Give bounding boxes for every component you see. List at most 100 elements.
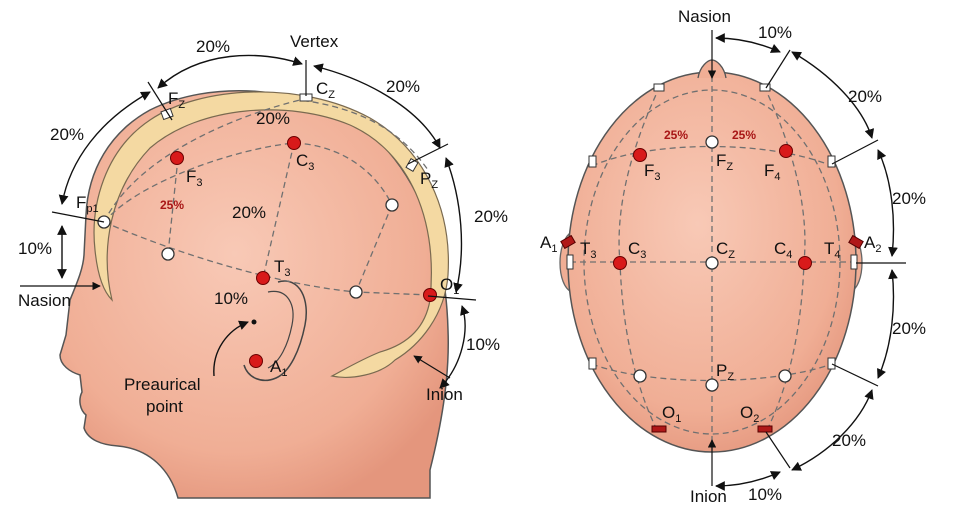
side-pct-inner-mid: 20% bbox=[232, 203, 266, 222]
top-label-fz: FZ bbox=[716, 151, 733, 173]
top-line-circumference bbox=[583, 89, 841, 435]
side-preauricular-dot bbox=[251, 319, 257, 325]
top-arc-right-1 bbox=[791, 51, 875, 139]
side-label-cz: CZ bbox=[316, 79, 335, 101]
side-label-a1: A1 bbox=[270, 357, 287, 379]
side-label-inion: Inion bbox=[426, 385, 463, 404]
side-arc-right-lower bbox=[439, 305, 470, 389]
side-label-t3: T3 bbox=[274, 257, 291, 279]
side-line-coronal bbox=[262, 142, 295, 279]
side-label-preauricular-1: Preaurical bbox=[124, 375, 201, 394]
side-f7-electrode bbox=[161, 247, 175, 261]
side-t3-electrode bbox=[256, 271, 270, 285]
top-marker-o1 bbox=[651, 425, 667, 433]
top-marker-t4 bbox=[850, 254, 858, 270]
top-label-t4: T4 bbox=[824, 239, 841, 261]
side-pct-top-left: 20% bbox=[196, 37, 230, 56]
side-label-vertex: Vertex bbox=[290, 32, 339, 51]
top-label-t3: T3 bbox=[580, 239, 597, 261]
side-p3-electrode bbox=[385, 198, 399, 212]
side-o1-electrode bbox=[423, 288, 437, 302]
top-tick-o2 bbox=[765, 431, 791, 469]
top-arc-right-2 bbox=[877, 149, 898, 257]
side-c3-electrode bbox=[287, 136, 301, 150]
side-preauricular-arrow bbox=[213, 320, 249, 377]
side-line-parietal bbox=[355, 204, 393, 293]
top-tick-f8 bbox=[831, 139, 879, 165]
top-pct-red-right: 25% bbox=[732, 128, 756, 142]
side-tick-fz bbox=[147, 81, 173, 121]
side-line-sagittal bbox=[103, 99, 429, 223]
side-arc-left bbox=[58, 91, 151, 205]
top-label-a1: A1 bbox=[540, 233, 557, 255]
side-arc-top bbox=[157, 54, 303, 89]
side-a1-electrode bbox=[249, 354, 263, 368]
side-label-fp1: Fp1 bbox=[76, 193, 99, 215]
top-pct-right-1: 20% bbox=[848, 87, 882, 106]
top-tick-fp2 bbox=[765, 49, 791, 89]
top-arc-right-4 bbox=[791, 389, 874, 471]
side-ear-inner bbox=[267, 290, 294, 369]
side-pct-ear: 10% bbox=[214, 289, 248, 308]
side-inion-arrow bbox=[413, 355, 451, 379]
top-arc-bottom bbox=[715, 471, 781, 491]
top-label-o1: O1 bbox=[662, 403, 681, 425]
top-pct-right-2: 20% bbox=[892, 189, 926, 208]
side-label-o1: O1 bbox=[440, 275, 459, 297]
top-label-inion: Inion bbox=[690, 487, 727, 506]
top-f3-electrode bbox=[633, 148, 647, 162]
top-cz-electrode bbox=[705, 256, 719, 270]
side-tick-fp1 bbox=[51, 211, 105, 223]
top-pz-electrode bbox=[705, 378, 719, 392]
top-label-pz: PZ bbox=[716, 361, 734, 383]
top-c3-electrode bbox=[613, 256, 627, 270]
side-arc-right-mid bbox=[444, 157, 463, 293]
side-tick-o1 bbox=[427, 295, 477, 301]
top-label-cz: CZ bbox=[716, 239, 735, 261]
top-p3-electrode bbox=[633, 369, 647, 383]
side-pct-right-lower: 10% bbox=[466, 335, 500, 354]
top-label-f3: F3 bbox=[644, 161, 661, 183]
side-pct-left-arc: 20% bbox=[50, 125, 84, 144]
top-c4-electrode bbox=[798, 256, 812, 270]
top-view: Nasion Inion F3 FZ F4 A1 T3 C3 CZ C4 T4 … bbox=[540, 7, 926, 506]
side-label-pz: PZ bbox=[420, 169, 438, 191]
side-t5-electrode bbox=[349, 285, 363, 299]
top-marker-t5 bbox=[588, 357, 597, 370]
side-pct-right-mid: 20% bbox=[474, 207, 508, 226]
top-arc-right-3 bbox=[877, 269, 898, 379]
side-pct-inner-top: 20% bbox=[256, 109, 290, 128]
side-label-c3: C3 bbox=[296, 151, 314, 173]
top-pct-top: 10% bbox=[758, 23, 792, 42]
side-ear bbox=[243, 280, 307, 382]
top-label-a2: A2 bbox=[864, 233, 881, 255]
side-view: Vertex Nasion Inion Preaurical point FZ … bbox=[18, 32, 508, 499]
top-pct-bottom: 10% bbox=[748, 485, 782, 504]
top-tick-t6 bbox=[831, 363, 879, 387]
top-fz-electrode bbox=[705, 135, 719, 149]
top-pct-right-3: 20% bbox=[892, 319, 926, 338]
side-pct-right-upper: 20% bbox=[386, 77, 420, 96]
side-label-f3: F3 bbox=[186, 167, 203, 189]
top-marker-fp1 bbox=[653, 83, 665, 92]
top-f4-electrode bbox=[779, 144, 793, 158]
side-label-preauricular-2: point bbox=[146, 397, 183, 416]
top-label-o2: O2 bbox=[740, 403, 759, 425]
side-f3-electrode bbox=[170, 151, 184, 165]
side-pct-red: 25% bbox=[160, 198, 184, 212]
top-marker-o2 bbox=[757, 425, 773, 433]
top-label-f4: F4 bbox=[764, 161, 781, 183]
top-marker-t3 bbox=[566, 254, 574, 270]
top-marker-f7 bbox=[588, 155, 597, 168]
top-pct-red-left: 25% bbox=[664, 128, 688, 142]
side-line-frontal bbox=[167, 157, 179, 255]
side-tick-pz bbox=[407, 143, 449, 165]
top-marker-a1 bbox=[560, 234, 576, 250]
top-arc-top bbox=[715, 33, 781, 53]
side-label-nasion: Nasion bbox=[18, 291, 71, 310]
top-marker-a2 bbox=[848, 234, 864, 250]
top-label-c4: C4 bbox=[774, 239, 792, 261]
top-marker-f8 bbox=[827, 155, 836, 168]
side-pct-nasion-gap: 10% bbox=[18, 239, 52, 258]
